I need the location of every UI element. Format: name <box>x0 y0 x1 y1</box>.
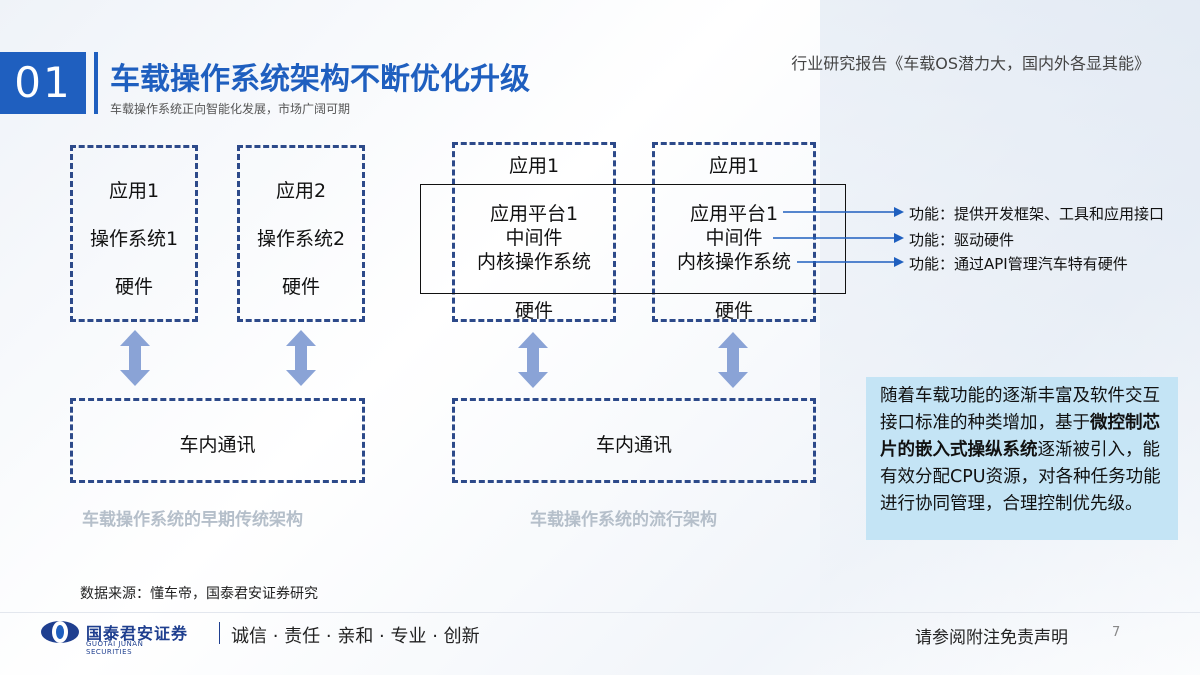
modern-system-box-1 <box>452 142 616 322</box>
logo-english-name: GUOTAI JUNAN SECURITIES <box>86 640 144 656</box>
modern-box2-app: 应用1 <box>708 155 760 177</box>
double-arrow-icon <box>286 330 316 386</box>
footer-divider <box>0 612 1200 613</box>
title-divider <box>94 52 98 114</box>
note-text-2: 逐渐被引入，能有效分配CPU资源，对各种任务功能进行协同管理，合理控制优先级。 <box>880 440 1161 514</box>
disclaimer-text: 请参阅附注免责声明 <box>915 628 1068 648</box>
early-box2-os: 操作系统2 <box>256 228 346 250</box>
modern-box1-hw: 硬件 <box>514 300 553 322</box>
modern-box2-hw: 硬件 <box>714 300 753 322</box>
modern-box1-kernel: 内核操作系统 <box>476 251 591 273</box>
summary-note: 随着车载功能的逐渐丰富及软件交互接口标准的种类增加，基于微控制芯片的嵌入式操纵系… <box>866 377 1178 540</box>
note-text-1: 随着车载功能的逐渐丰富及软件交互接口标准的种类增加，基于 <box>880 386 1160 433</box>
early-comm-box <box>70 398 365 483</box>
modern-box1-platform: 应用平台1 <box>489 203 579 225</box>
modern-box2-middleware: 中间件 <box>705 227 763 249</box>
modern-comm-box <box>452 398 816 483</box>
logo-name: 国泰君安证券 <box>86 624 189 643</box>
modern-system-box-2 <box>652 142 816 322</box>
modern-box2-platform: 应用平台1 <box>689 203 779 225</box>
early-box2-app: 应用2 <box>275 180 327 202</box>
data-source: 数据来源：懂车帝，国泰君安证券研究 <box>80 586 318 602</box>
platform-layer-box <box>420 184 846 294</box>
modern-comm-label: 车内通讯 <box>595 434 672 456</box>
early-system-box-2 <box>237 145 365 322</box>
company-motto: 诚信 · 责任 · 亲和 · 专业 · 创新 <box>231 626 480 647</box>
page-subtitle: 车载操作系统正向智能化发展，市场广阔可期 <box>110 102 351 116</box>
logo-separator <box>219 622 220 644</box>
early-box1-hw: 硬件 <box>114 276 153 298</box>
page-title: 车载操作系统架构不断优化升级 <box>110 62 530 97</box>
early-box1-os: 操作系统1 <box>89 228 179 250</box>
note-bold-text: 微控制芯片的嵌入式操纵系统 <box>880 413 1160 460</box>
modern-arch-caption: 车载操作系统的流行架构 <box>530 510 717 530</box>
double-arrow-icon <box>718 332 748 388</box>
function-label-platform: 功能：提供开发框架、工具和应用接口 <box>909 205 1165 223</box>
modern-box2-kernel: 内核操作系统 <box>676 251 791 273</box>
page-number: 7 <box>1112 625 1121 640</box>
section-number: 01 <box>0 52 86 114</box>
company-logo: 国泰君安证券 GUOTAI JUNAN SECURITIES <box>40 620 189 656</box>
report-title: 行业研究报告《车载OS潜力大，国内外各显其能》 <box>791 54 1150 73</box>
early-system-box-1 <box>70 145 198 322</box>
function-label-middleware: 功能：驱动硬件 <box>909 231 1015 249</box>
early-comm-label: 车内通讯 <box>179 434 256 456</box>
early-box1-app: 应用1 <box>108 180 160 202</box>
double-arrow-icon <box>518 332 548 388</box>
early-arch-caption: 车载操作系统的早期传统架构 <box>82 510 303 530</box>
function-label-kernel: 功能：通过API管理汽车特有硬件 <box>909 255 1128 273</box>
double-arrow-icon <box>120 330 150 386</box>
early-box2-hw: 硬件 <box>281 276 320 298</box>
modern-box1-app: 应用1 <box>508 155 560 177</box>
modern-box1-middleware: 中间件 <box>505 227 563 249</box>
logo-icon <box>41 621 79 643</box>
